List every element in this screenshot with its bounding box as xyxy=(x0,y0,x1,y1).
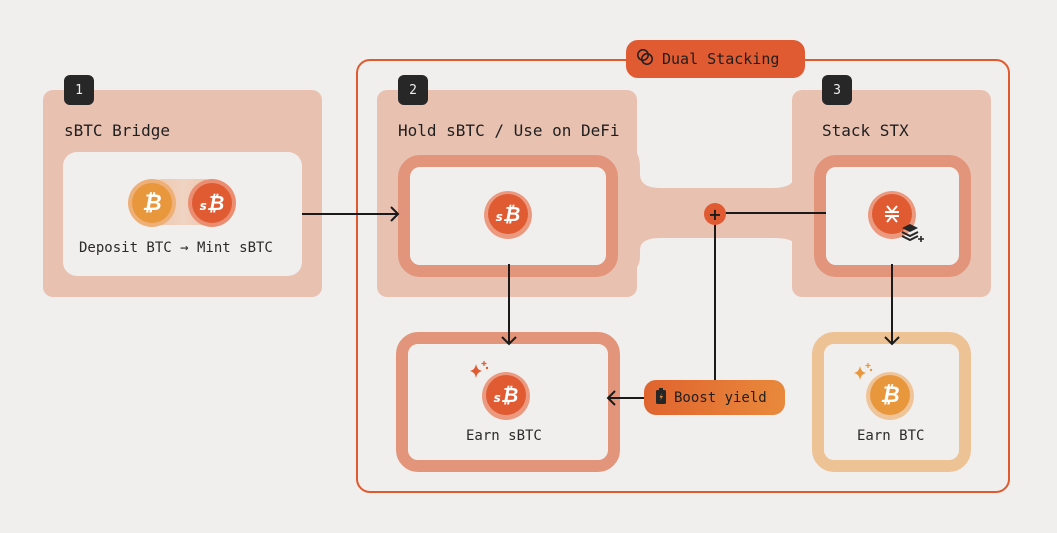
earn-btc-label: Earn BTC xyxy=(857,428,925,444)
sbtc-icon: s₿ xyxy=(486,375,526,415)
sbtc-icon: s₿ xyxy=(192,183,232,223)
step-3-title: Stack STX xyxy=(822,121,909,140)
plus-icon: + xyxy=(708,204,722,224)
bitcoin-icon: ₿ xyxy=(870,375,910,415)
step-1-caption: Deposit BTC → Mint sBTC xyxy=(79,240,273,256)
dual-stacking-label: Dual Stacking xyxy=(626,40,805,78)
dual-stacking-text: Dual Stacking xyxy=(662,50,780,68)
step-1-title: sBTC Bridge xyxy=(64,121,170,140)
step-1-badge: 1 xyxy=(64,75,94,105)
bitcoin-icon: ₿ xyxy=(132,183,172,223)
sbtc-icon: s₿ xyxy=(488,194,528,234)
sparkle-icon xyxy=(852,362,874,388)
btc-coin: ₿ xyxy=(866,372,914,420)
step-2-badge: 2 xyxy=(398,75,428,105)
overlapping-circles-icon xyxy=(636,48,654,70)
sparkle-icon xyxy=(468,360,490,386)
layers-plus-icon xyxy=(900,222,926,248)
stack-stx-card xyxy=(814,155,971,277)
battery-charging-icon xyxy=(656,387,666,408)
sbtc-coin: s₿ xyxy=(484,191,532,239)
boost-yield-text: Boost yield xyxy=(674,389,767,406)
step-2-title: Hold sBTC / Use on DeFi xyxy=(398,121,620,140)
btc-coin: ₿ xyxy=(128,179,176,227)
sbtc-coin: s₿ xyxy=(188,179,236,227)
step-3-badge: 3 xyxy=(822,75,852,105)
sbtc-coin: s₿ xyxy=(482,372,530,420)
earn-sbtc-label: Earn sBTC xyxy=(466,428,542,444)
boost-yield-label: Boost yield xyxy=(644,380,785,415)
